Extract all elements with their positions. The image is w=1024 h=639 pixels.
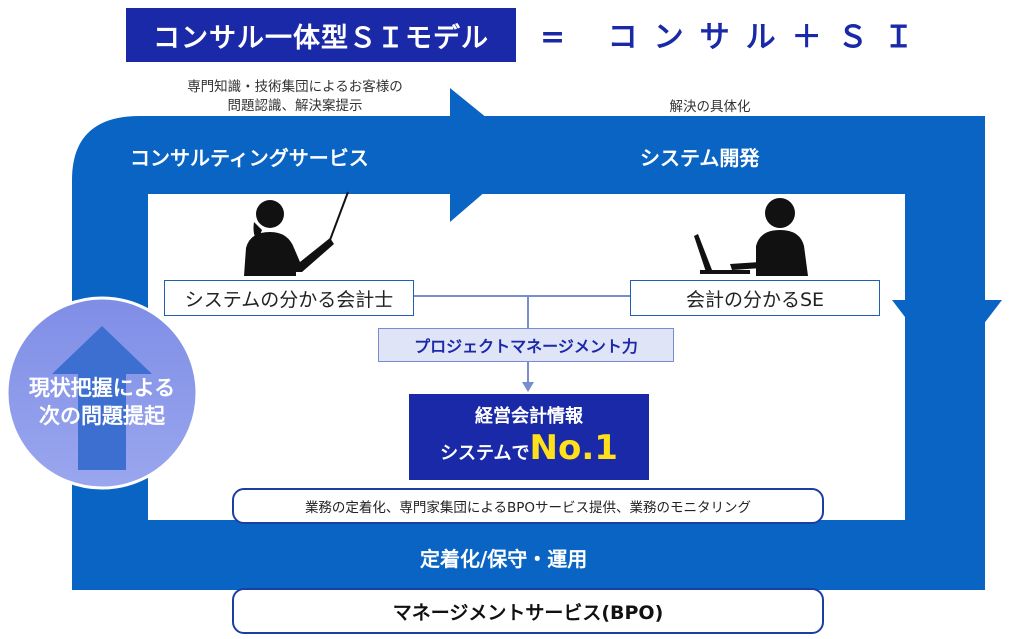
arrow-gap — [522, 116, 537, 194]
cycle-band — [72, 116, 985, 590]
bpo-detail-box: 業務の定着化、専門家集団によるBPOサービス提供、業務のモニタリング — [232, 488, 824, 524]
right-arrow-head — [450, 88, 530, 222]
accountant-box: システムの分かる会計士 — [164, 280, 414, 316]
se-box: 会計の分かるSE — [630, 280, 880, 316]
consulting-service-label: コンサルティングサービス — [130, 146, 369, 170]
feedback-line2: 次の問題提起 — [39, 404, 165, 428]
lecturer-silhouette-icon — [244, 191, 349, 276]
connector-arrowhead — [522, 382, 534, 392]
maintenance-label: 定着化/保守・運用 — [420, 547, 588, 571]
project-management-box: プロジェクトマネージメント力 — [378, 328, 674, 362]
engineer-silhouette-icon — [694, 198, 808, 276]
system-development-label: システム開発 — [640, 146, 760, 170]
feedback-circle-text: 現状把握による 次の問題提起 — [10, 374, 194, 430]
result-line1: 経営会計情報 — [475, 406, 583, 427]
up-arrow — [52, 326, 152, 470]
no1-highlight: No.1 — [529, 428, 618, 468]
result-line2-prefix: システムで — [440, 443, 530, 464]
page-title: コンサル一体型ＳＩモデル — [126, 8, 516, 62]
result-box: 経営会計情報 システムでNo.1 — [409, 394, 649, 480]
consulting-note-line1: 専門知識・技術集団によるお客様の — [187, 79, 403, 95]
system-dev-note: 解決の具体化 — [669, 99, 751, 115]
consulting-note: 専門知識・技術集団によるお客様の 問題認識、解決案提示 — [150, 78, 440, 116]
consulting-note-line2: 問題認識、解決案提示 — [227, 98, 363, 114]
down-arrow-head — [892, 300, 1002, 372]
title-equation: = コンサル＋ＳＩ — [540, 20, 930, 55]
feedback-line1: 現状把握による — [28, 376, 176, 400]
bpo-service-box: マネージメントサービス(BPO) — [232, 588, 824, 634]
